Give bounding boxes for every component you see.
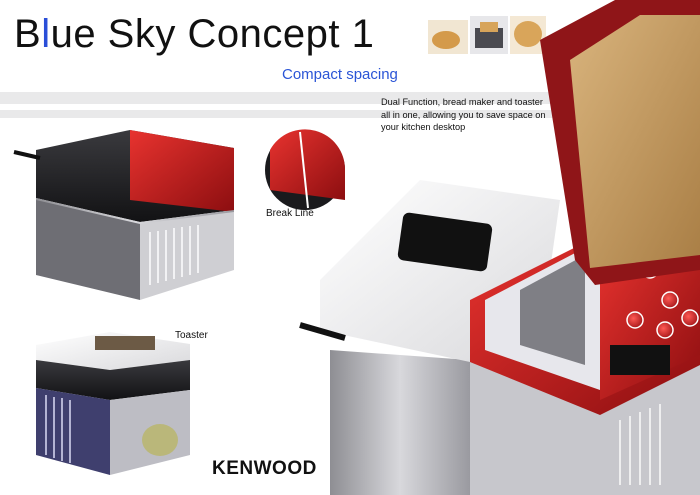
title-accent-letter: l: [41, 12, 51, 56]
toaster-label: Toaster: [175, 330, 208, 341]
background-stripe-1: [0, 92, 700, 104]
product-description: Dual Function, bread maker and toaster a…: [381, 97, 546, 132]
bread-maker-render-left: [13, 130, 234, 300]
break-line-label: Break Line: [266, 208, 314, 219]
bread-maker-render-main: [299, 0, 700, 495]
thumbnail-images: [428, 16, 546, 54]
break-line-detail: [265, 129, 346, 210]
title-prefix: B: [14, 12, 42, 56]
page-title: Blue Sky Concept 1: [14, 12, 374, 57]
toaster-render-left: [36, 332, 190, 475]
kenwood-logo: KENWOOD: [212, 458, 317, 479]
page-subtitle: Compact spacing: [282, 66, 398, 83]
background-stripe-2: [0, 110, 700, 118]
title-suffix: ue Sky Concept 1: [50, 12, 375, 56]
